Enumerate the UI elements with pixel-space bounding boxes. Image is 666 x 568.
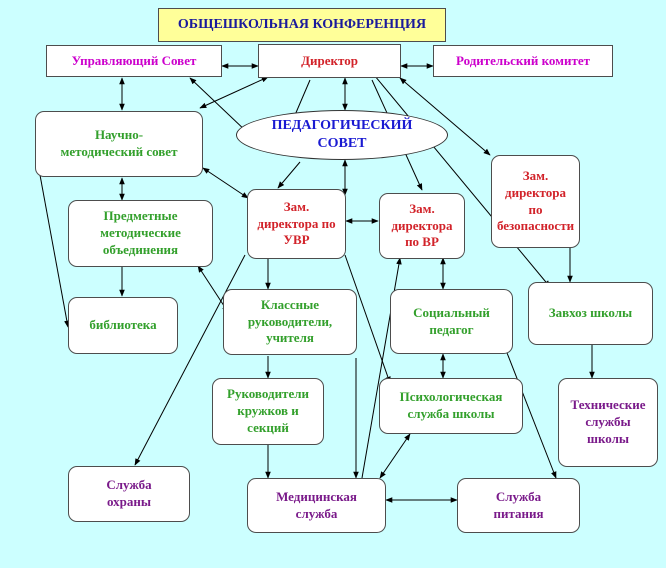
node-conference: ОБЩЕШКОЛЬНАЯ КОНФЕРЕНЦИЯ <box>158 8 446 42</box>
node-supply-manager: Завхоз школы <box>528 282 653 345</box>
node-deputy-safety: Зам. директора по безопасности <box>491 155 580 248</box>
node-governing-council: Управляющий Совет <box>46 45 222 77</box>
node-pedagogical-council: ПЕДАГОГИЧЕСКИЙ СОВЕТ <box>236 110 448 160</box>
node-deputy-uvr: Зам. директора по УВР <box>247 189 346 259</box>
node-library: библиотека <box>68 297 178 354</box>
node-psych-service: Психологическая служба школы <box>379 378 523 434</box>
node-medical-service: Медицинская служба <box>247 478 386 533</box>
node-social-teacher: Социальный педагог <box>390 289 513 354</box>
node-science-council: Научно-методический совет <box>35 111 203 177</box>
node-food-service: Служба питания <box>457 478 580 533</box>
node-club-leaders: Руководители кружков и секций <box>212 378 324 445</box>
node-tech-services: Технические службы школы <box>558 378 658 467</box>
node-class-teachers: Классные руководители, учителя <box>223 289 357 355</box>
node-deputy-vr: Зам. директора по ВР <box>379 193 465 259</box>
node-subject-associations: Предметные методические объединения <box>68 200 213 267</box>
node-security-service: Служба охраны <box>68 466 190 522</box>
node-director: Директор <box>258 44 401 78</box>
node-parent-committee: Родительский комитет <box>433 45 613 77</box>
